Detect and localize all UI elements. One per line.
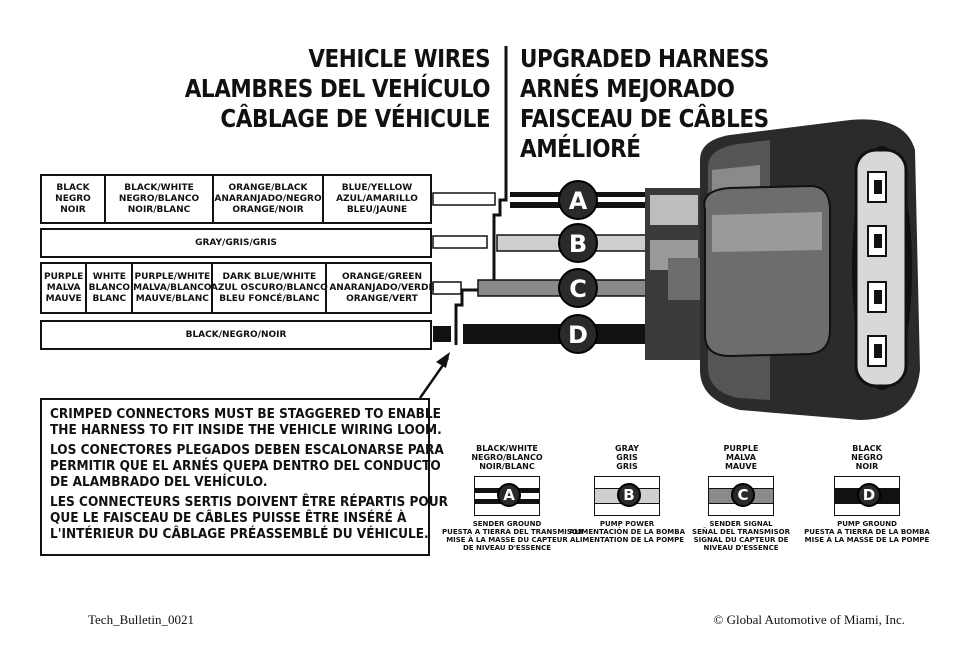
note-english: CRIMPED CONNECTORS MUST BE STAGGERED TO … xyxy=(50,406,442,438)
divider-line xyxy=(454,46,508,345)
vehicle-wire-row-b: GRAY/GRIS/GRIS xyxy=(40,228,432,258)
heading-line: VEHICLE WIRES xyxy=(308,44,490,73)
harness-label-d: D xyxy=(558,314,598,354)
vehicle-wire-stub-a xyxy=(432,192,496,206)
legend-letter: B xyxy=(617,483,641,507)
harness-label-text: B xyxy=(569,230,587,258)
heading-line: ALAMBRES DEL VEHÍCULO xyxy=(184,74,491,103)
legend-wire-swatch: B xyxy=(594,476,660,516)
harness-label-b: B xyxy=(558,223,598,263)
harness-label-text: C xyxy=(569,275,587,303)
harness-label-c: C xyxy=(558,268,598,308)
heading-line: FAISCEAU DE CÂBLES xyxy=(520,104,769,133)
vehicle-wire-stub-d xyxy=(433,326,451,342)
harness-label-a: A xyxy=(558,180,598,220)
copyright-notice: © Global Automotive of Miami, Inc. xyxy=(713,612,906,627)
wire-color-cell: BLACK/NEGRO/NOIR xyxy=(185,329,287,340)
vehicle-wires-heading: VEHICLE WIRES ALAMBRES DEL VEHÍCULO CÂBL… xyxy=(184,44,491,134)
connector-icon xyxy=(645,119,920,420)
note-french: LES CONNECTEURS SERTIS DOIVENT ÊTRE RÉPA… xyxy=(50,494,448,542)
harness-label-text: D xyxy=(568,321,588,349)
legend-letter: A xyxy=(497,483,521,507)
legend-wire-swatch: D xyxy=(834,476,900,516)
vehicle-wire-row-d: BLACK/NEGRO/NOIR xyxy=(40,320,432,350)
heading-line: AMÉLIORÉ xyxy=(520,134,641,163)
heading-line: UPGRADED HARNESS xyxy=(520,44,769,73)
installation-note: CRIMPED CONNECTORS MUST BE STAGGERED TO … xyxy=(40,398,448,556)
note-spanish: LOS CONECTORES PLEGADOS DEBEN ESCALONARS… xyxy=(50,442,444,490)
harness-label-text: A xyxy=(569,187,588,215)
legend-letter: C xyxy=(731,483,755,507)
legend-wire-swatch: A xyxy=(474,476,540,516)
legend-wire-swatch: C xyxy=(708,476,774,516)
upgraded-harness-heading: UPGRADED HARNESS ARNÉS MEJORADO FAISCEAU… xyxy=(520,44,769,164)
vehicle-wire-stub-b xyxy=(432,235,488,249)
heading-line: ARNÉS MEJORADO xyxy=(520,74,735,103)
vehicle-wire-stub-c xyxy=(432,281,462,295)
legend-letter: D xyxy=(857,483,881,507)
heading-line: CÂBLAGE DE VÉHICULE xyxy=(220,104,490,133)
bulletin-id: Tech_Bulletin_0021 xyxy=(88,612,194,627)
wire-color-cell: GRAY/GRIS/GRIS xyxy=(195,237,277,248)
arrow-head-icon xyxy=(436,352,450,368)
